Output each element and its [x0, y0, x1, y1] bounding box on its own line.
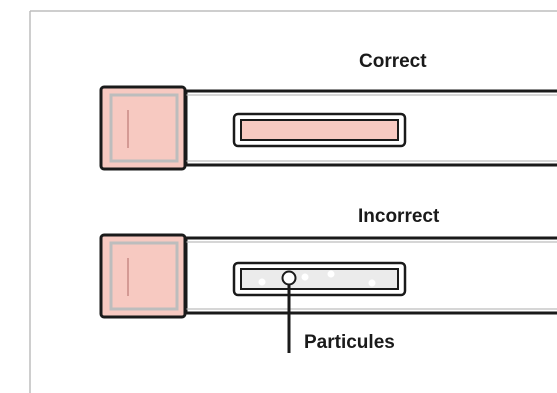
- particle-dot: [258, 278, 266, 286]
- particle-dot: [368, 279, 376, 287]
- particle-dot: [327, 270, 335, 278]
- incorrect-cassette: [99, 233, 557, 319]
- incorrect-label: Incorrect: [358, 206, 440, 227]
- correct-label: Correct: [359, 51, 427, 72]
- incorrect-cassette-inner-lines: [186, 241, 557, 310]
- frame-border: [29, 10, 557, 393]
- incorrect-window: [232, 261, 407, 297]
- correct-cassette-inner-lines: [186, 94, 557, 162]
- particles: [258, 270, 376, 287]
- particles-label: Particules: [304, 332, 395, 353]
- correct-window: [232, 112, 407, 148]
- incorrect-cap: [99, 233, 187, 319]
- correct-cap: [99, 85, 187, 171]
- particle-marker-icon: [281, 270, 297, 286]
- particle-dot: [301, 273, 309, 281]
- correct-cassette: [99, 85, 557, 171]
